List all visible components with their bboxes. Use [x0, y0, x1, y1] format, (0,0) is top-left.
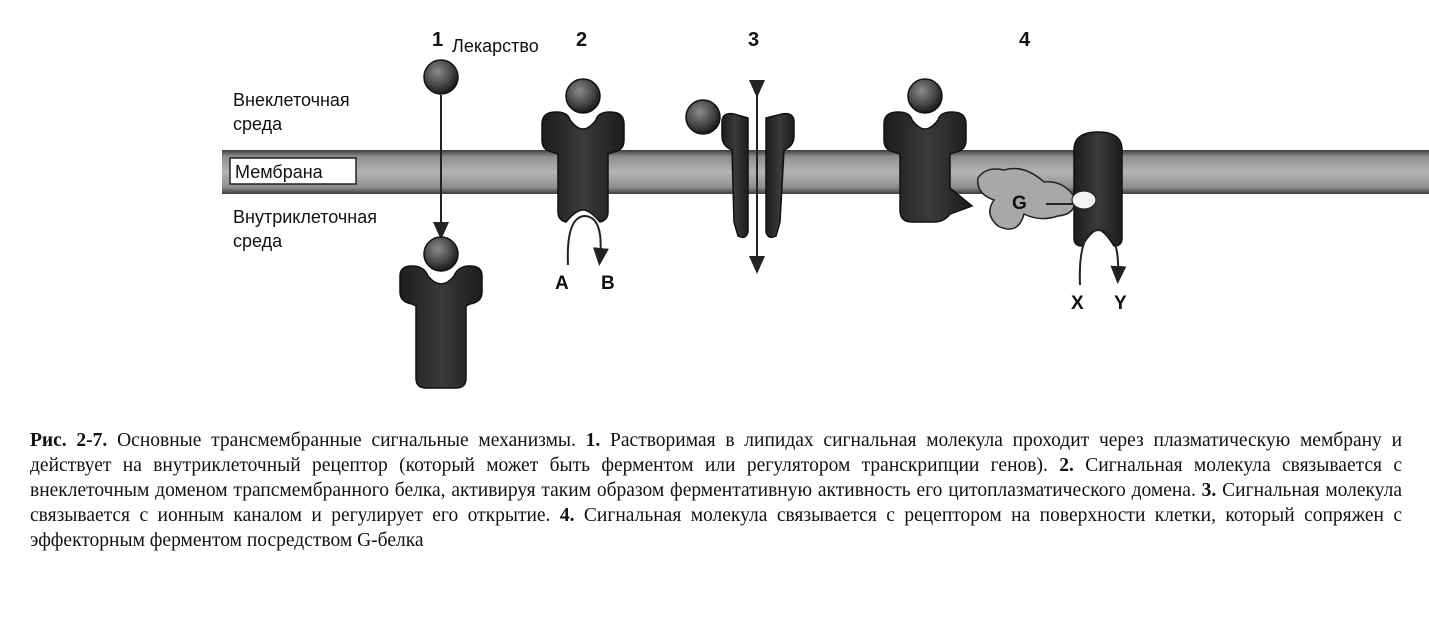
drug-molecule-1-bound: [423, 236, 459, 272]
caption-text-3: Сигнальная молекула связывается с ионным…: [30, 480, 1403, 526]
membrane-band: [222, 150, 1429, 194]
caption-text-2: Сигнальная молекула связывается с внекле…: [30, 455, 1403, 501]
extracellular-label-line1: Внеклеточная: [233, 90, 350, 110]
drug-molecule-4: [907, 78, 943, 114]
label-y: Y: [1114, 293, 1127, 314]
label-b: B: [601, 273, 615, 294]
drug-molecule-3: [685, 99, 721, 135]
drug-label: Лекарство: [452, 36, 539, 56]
caption-num-2: 2.: [1059, 455, 1074, 476]
intracellular-label-line1: Внутриклеточная: [233, 207, 377, 227]
signaling-diagram: Мембрана Внеклеточная среда Внутриклеточ…: [222, 29, 1429, 389]
effector-binding-site: [1071, 190, 1097, 210]
caption-text-1: Растворимая в липидах сигнальная молекул…: [30, 430, 1402, 476]
caption-num-1: 1.: [585, 430, 601, 451]
transmembrane-enzyme-receptor: [541, 111, 625, 223]
membrane-label: Мембрана: [235, 162, 324, 182]
caption-text-4: Сигнальная молекула связывается с рецепт…: [30, 505, 1403, 551]
extracellular-label-line2: среда: [233, 114, 283, 134]
mechanism-4-number: 4: [1019, 29, 1031, 51]
drug-molecule-1: [423, 59, 459, 95]
effector-enzyme: [1073, 131, 1123, 247]
label-x: X: [1071, 293, 1084, 314]
reaction-arrow-x-y: [1078, 228, 1127, 286]
caption-prefix: Рис. 2-7.: [30, 430, 108, 451]
mechanism-1-number: 1: [432, 29, 443, 51]
membrane-label-box: [229, 157, 357, 185]
ion-channel-right: [765, 112, 795, 239]
intracellular-receptor: [399, 265, 483, 389]
reaction-arrow-a-b: [566, 214, 609, 266]
caption-title: Основные трансмембранные сигнальные меха…: [117, 430, 576, 451]
g-protein: [977, 167, 1076, 230]
ion-channel-left: [721, 112, 749, 239]
label-a: A: [555, 273, 569, 294]
g-protein-label: G: [1012, 193, 1027, 214]
intracellular-label-line2: среда: [233, 231, 283, 251]
drug-molecule-2: [565, 78, 601, 114]
mechanism-3-number: 3: [748, 29, 759, 51]
mechanism-2-number: 2: [576, 29, 587, 51]
caption-num-4: 4.: [559, 505, 575, 526]
figure-caption: Рис. 2-7. Основные трансмембранные сигна…: [30, 428, 1402, 553]
caption-num-3: 3.: [1201, 480, 1217, 501]
g-protein-coupled-receptor: [883, 111, 974, 223]
